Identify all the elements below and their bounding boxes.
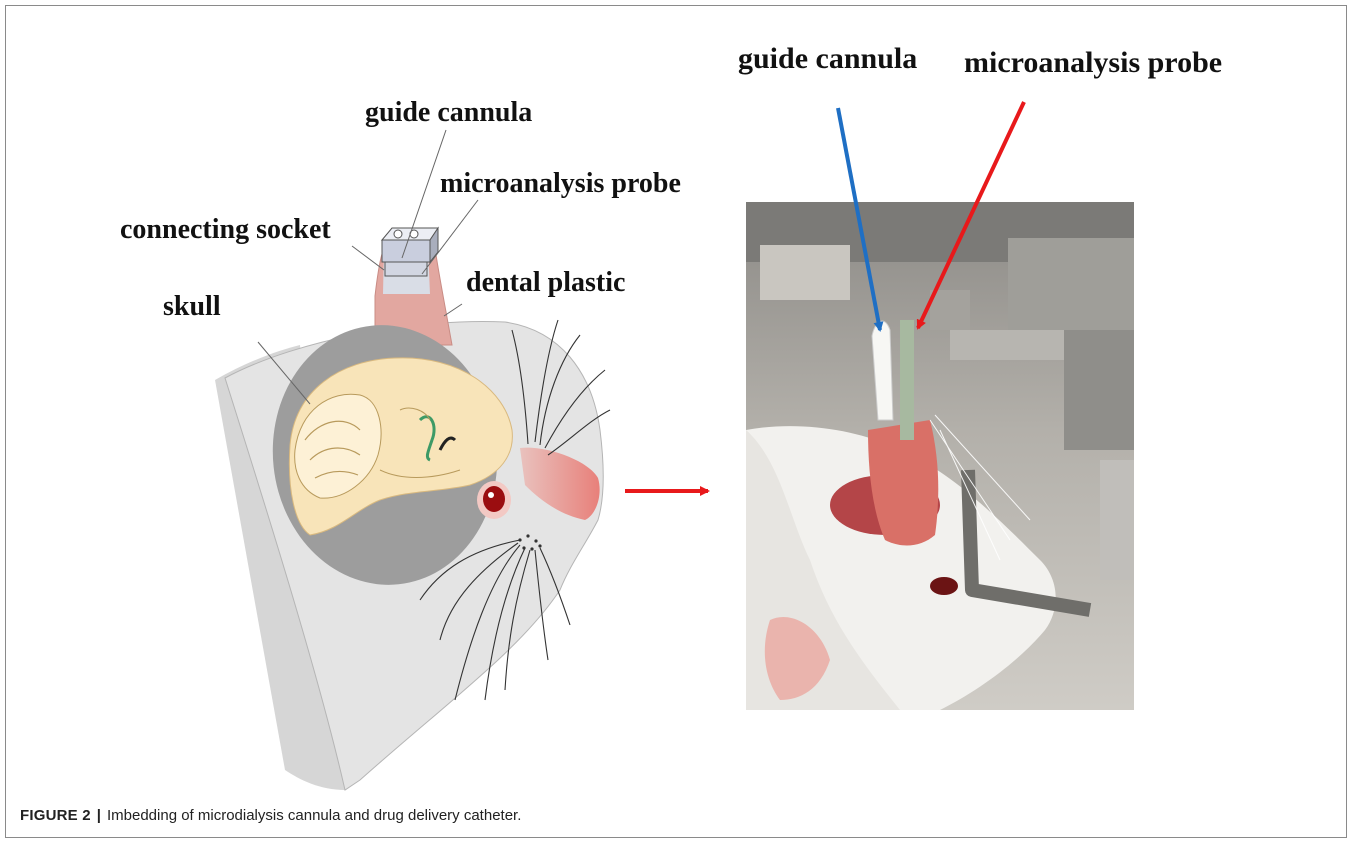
label-skull: skull <box>163 293 221 321</box>
photo-label-microanalysis-probe: microanalysis probe <box>964 48 1222 78</box>
label-connecting-socket: connecting socket <box>120 216 331 244</box>
photo-label-guide-cannula: guide cannula <box>738 44 917 74</box>
figure-label: FIGURE 2 <box>20 807 91 824</box>
label-dental-plastic: dental plastic <box>466 269 625 297</box>
caption-text: Imbedding of microdialysis cannula and d… <box>107 807 521 824</box>
figure-caption: FIGURE 2 | Imbedding of microdialysis cann… <box>20 807 521 824</box>
label-microanalysis-probe: microanalysis probe <box>440 170 681 198</box>
caption-separator: | <box>97 807 101 824</box>
label-guide-cannula: guide cannula <box>365 99 532 127</box>
